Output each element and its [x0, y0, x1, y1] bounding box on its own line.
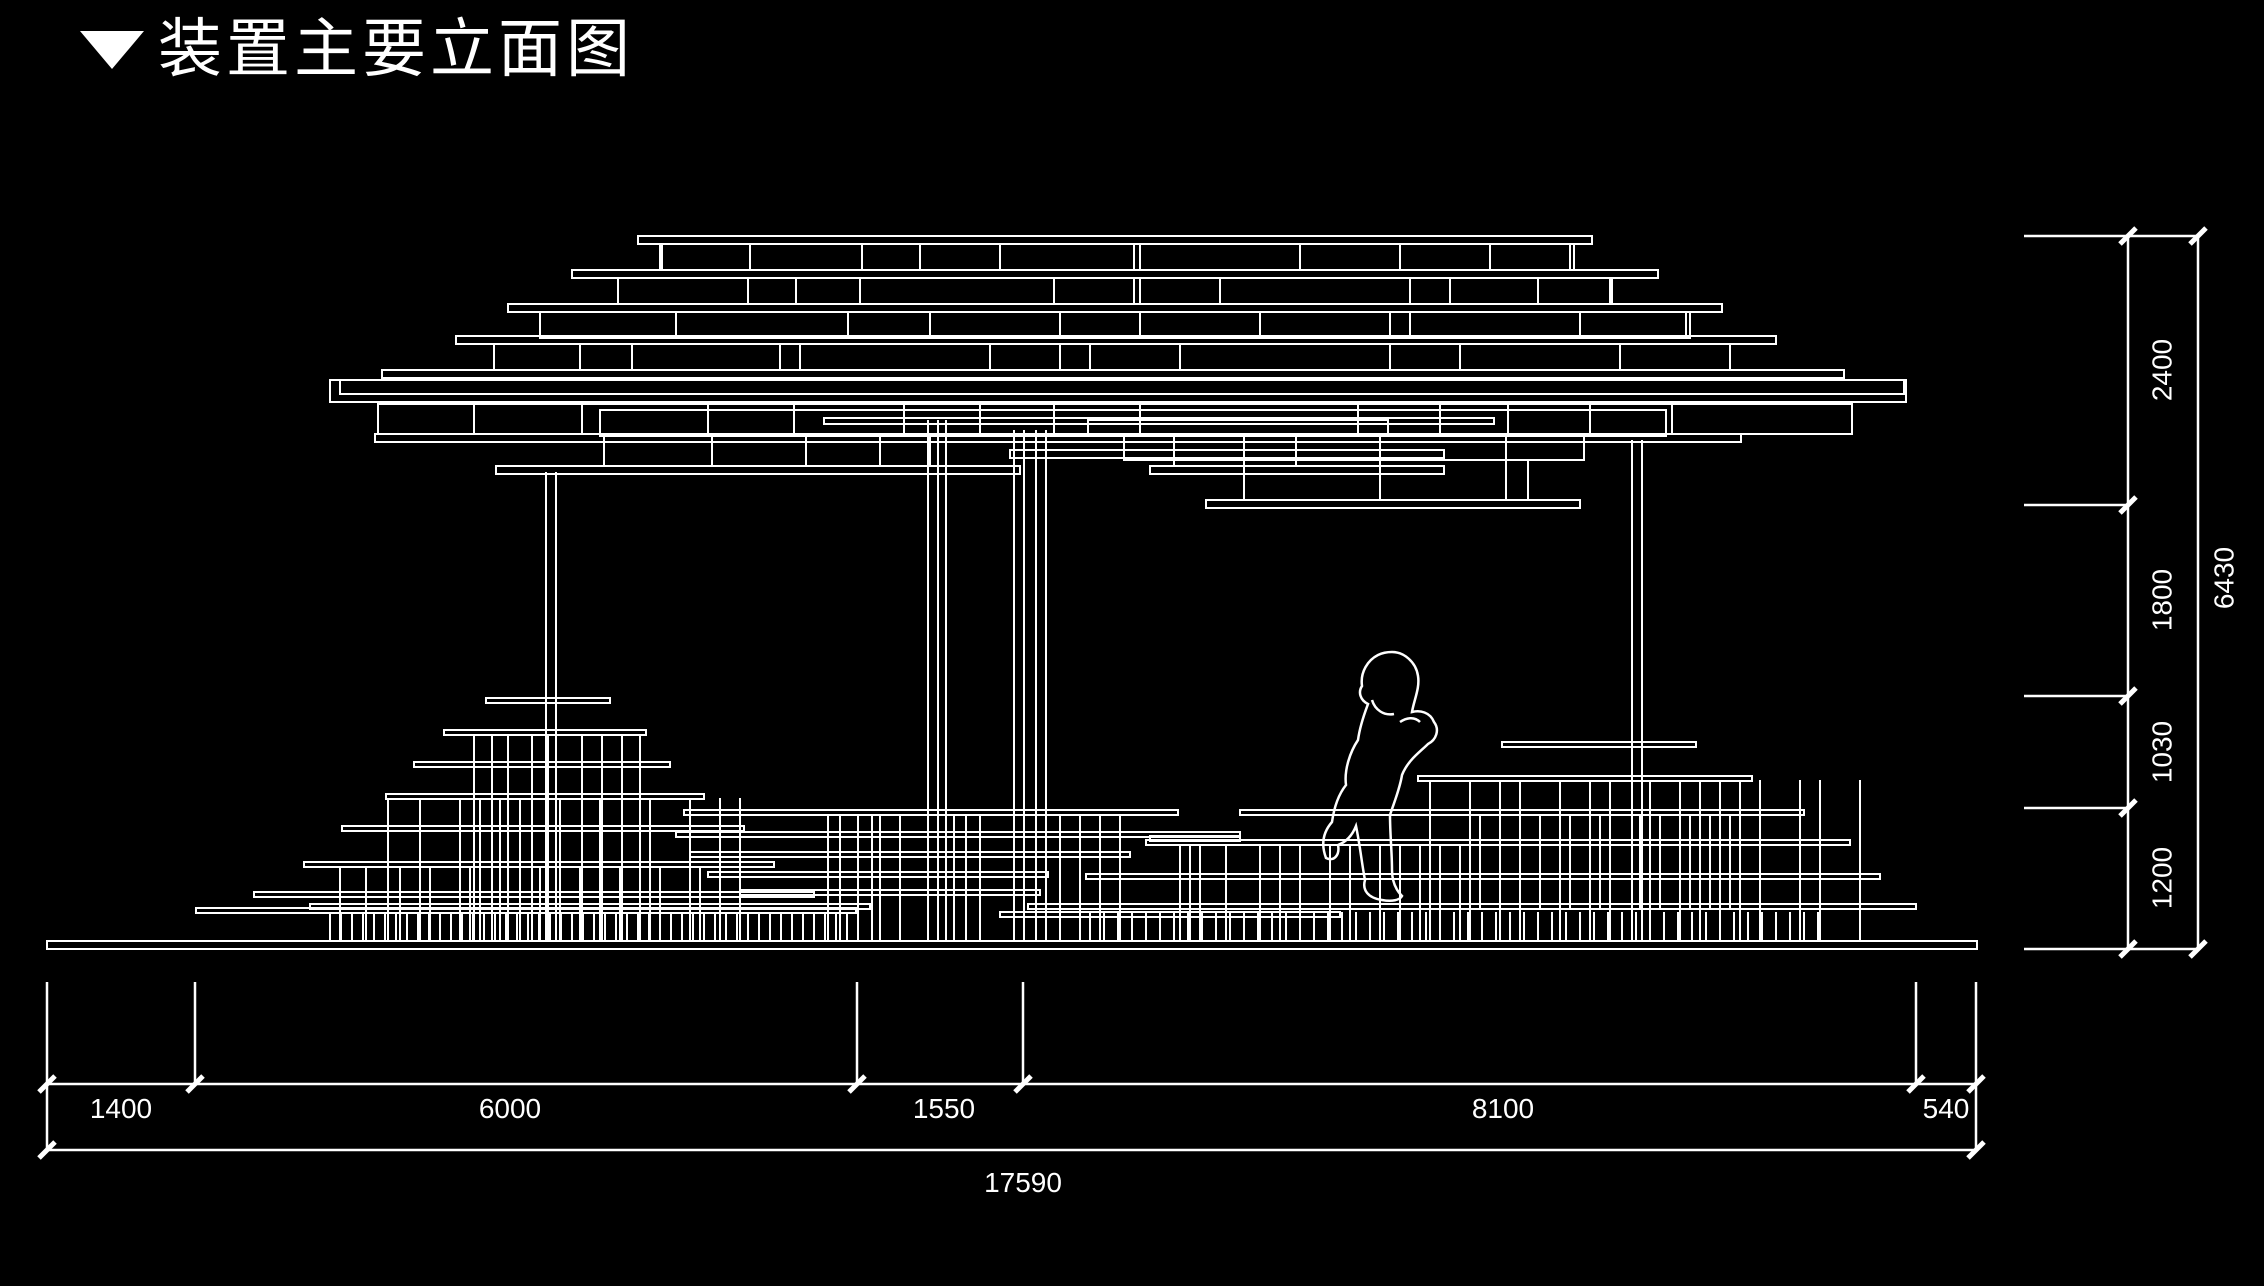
- dim-tick: [185, 1074, 205, 1094]
- shelf: [413, 761, 671, 768]
- roof-plate: [339, 379, 1905, 395]
- shelf: [1085, 873, 1881, 880]
- roof-plate: [617, 277, 1613, 305]
- dim-tick: [847, 1074, 867, 1094]
- roof-plate: [507, 303, 1723, 313]
- dimension-labels: 1400 6000 1550 8100 540 17590 2400 1800 1030 1200…: [90, 339, 2240, 1198]
- roof-plate: [1009, 449, 1445, 459]
- roof-plate: [823, 417, 1495, 425]
- dim-tick: [2118, 495, 2138, 515]
- dim-label-total-vertical: 6430: [2208, 547, 2239, 609]
- roof-plate: [603, 435, 931, 467]
- shelf: [1501, 741, 1697, 748]
- dim-tick: [37, 1140, 57, 1160]
- shelf: [1417, 775, 1753, 782]
- shelf: [1145, 839, 1851, 846]
- shelf: [683, 809, 1179, 816]
- title-text: 装置主要立面图: [158, 13, 634, 87]
- dim-label-vertical: 1800: [2146, 569, 2177, 631]
- person-arm: [1399, 717, 1421, 724]
- shelf: [999, 911, 1341, 918]
- ground-slab: [46, 940, 1978, 950]
- structure: [46, 235, 1978, 950]
- shelf: [253, 891, 815, 898]
- dimension-lines: [37, 226, 2208, 1160]
- human-figure: [1322, 650, 1439, 903]
- dim-label-horizontal: 540: [1923, 1093, 1970, 1124]
- shelf: [707, 871, 1049, 878]
- dim-tick: [2188, 939, 2208, 959]
- shelf: [485, 697, 611, 704]
- roof-plate: [1123, 433, 1585, 461]
- shelf: [1239, 809, 1805, 816]
- roof-plate: [1087, 419, 1389, 437]
- roof-plate: [1149, 465, 1445, 475]
- dim-label-vertical: 2400: [2146, 339, 2177, 401]
- roof-plate: [659, 243, 1571, 271]
- dim-label-total-horizontal: 17590: [984, 1167, 1062, 1198]
- shelf: [675, 831, 1241, 838]
- dim-tick: [2118, 798, 2138, 818]
- shelf: [385, 793, 705, 800]
- roof-plate: [539, 311, 1691, 339]
- dim-label-horizontal: 6000: [479, 1093, 541, 1124]
- roof-plate: [374, 433, 1742, 443]
- roof-plate: [495, 465, 1021, 475]
- shelf: [341, 825, 745, 832]
- shelf: [309, 903, 871, 910]
- person-silhouette: [1322, 650, 1439, 903]
- dim-tick: [1013, 1074, 1033, 1094]
- dim-tick: [1906, 1074, 1926, 1094]
- roof-plate: [637, 235, 1593, 245]
- drawing-title: 装置主要立面图: [80, 18, 634, 82]
- dim-label-horizontal: 8100: [1472, 1093, 1534, 1124]
- dim-label-horizontal: 1550: [913, 1093, 975, 1124]
- roof-plate: [571, 269, 1659, 279]
- dim-label-horizontal: 1400: [90, 1093, 152, 1124]
- dim-label-vertical: 1200: [2146, 847, 2177, 909]
- roof-plate: [493, 343, 1731, 371]
- shelf: [443, 729, 647, 736]
- person-inner: [1370, 699, 1395, 716]
- triangle-down-icon: [80, 31, 144, 69]
- dim-tick: [2188, 226, 2208, 246]
- roof-plate: [329, 379, 1907, 403]
- shelf: [689, 851, 1131, 858]
- roof-plate: [381, 369, 1845, 379]
- roof-plate: [1205, 499, 1581, 509]
- shelf: [1027, 903, 1917, 910]
- shelf: [1149, 835, 1241, 842]
- dim-label-vertical: 1030: [2146, 721, 2177, 783]
- dim-tick: [1966, 1140, 1986, 1160]
- dim-tick: [2118, 686, 2138, 706]
